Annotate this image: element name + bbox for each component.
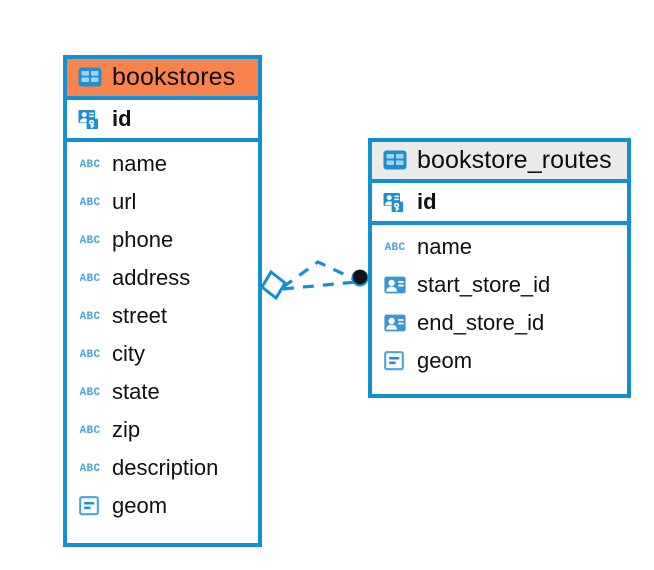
abc-icon: ABC bbox=[77, 379, 103, 405]
field-label: address bbox=[112, 265, 191, 290]
geometry-icon bbox=[77, 493, 103, 519]
svg-text:ABC: ABC bbox=[80, 235, 101, 247]
field-row-zip[interactable]: ABC zip bbox=[67, 411, 258, 449]
abc-icon: ABC bbox=[77, 189, 103, 215]
primary-key-icon bbox=[77, 106, 103, 132]
rhombus-marker bbox=[260, 269, 287, 301]
primary-key-block-bookstore-routes: id bbox=[372, 183, 627, 225]
field-row-description[interactable]: ABC description bbox=[67, 449, 258, 487]
abc-icon: ABC bbox=[77, 151, 103, 177]
field-row-address[interactable]: ABC address bbox=[67, 259, 258, 297]
field-label: name bbox=[417, 234, 473, 259]
svg-text:ABC: ABC bbox=[80, 159, 101, 171]
field-row-street[interactable]: ABC street bbox=[67, 297, 258, 335]
geometry-icon bbox=[382, 348, 408, 374]
field-label: id bbox=[112, 106, 132, 131]
field-label: phone bbox=[112, 227, 174, 252]
field-row-phone[interactable]: ABC phone bbox=[67, 221, 258, 259]
field-row-name[interactable]: ABC name bbox=[67, 145, 258, 183]
filled-circle-marker bbox=[351, 269, 369, 287]
primary-key-block-bookstores: id bbox=[67, 100, 258, 142]
entity-header-bookstores[interactable]: bookstores bbox=[67, 59, 258, 100]
relationship-line-lower bbox=[282, 280, 357, 291]
table-icon bbox=[382, 147, 408, 173]
svg-text:ABC: ABC bbox=[80, 273, 101, 285]
svg-text:ABC: ABC bbox=[80, 463, 101, 475]
abc-icon: ABC bbox=[382, 234, 408, 260]
abc-icon: ABC bbox=[77, 455, 103, 481]
entity-header-bookstore-routes[interactable]: bookstore_routes bbox=[372, 142, 627, 183]
field-label: city bbox=[112, 341, 145, 366]
abc-icon: ABC bbox=[77, 303, 103, 329]
abc-icon: ABC bbox=[77, 341, 103, 367]
field-label: end_store_id bbox=[417, 310, 545, 335]
field-label: url bbox=[112, 189, 137, 214]
field-row-geom[interactable]: geom bbox=[372, 342, 627, 380]
abc-icon: ABC bbox=[77, 227, 103, 253]
entity-title: bookstore_routes bbox=[417, 145, 612, 174]
field-row-city[interactable]: ABC city bbox=[67, 335, 258, 373]
field-label: name bbox=[112, 151, 168, 176]
svg-text:ABC: ABC bbox=[80, 311, 101, 323]
field-row-state[interactable]: ABC state bbox=[67, 373, 258, 411]
field-row-primary-key[interactable]: id bbox=[67, 100, 258, 138]
table-icon bbox=[77, 64, 103, 90]
entity-title: bookstores bbox=[112, 62, 236, 91]
field-label: zip bbox=[112, 417, 141, 442]
field-row-primary-key[interactable]: id bbox=[372, 183, 627, 221]
svg-text:ABC: ABC bbox=[80, 349, 101, 361]
field-label: street bbox=[112, 303, 168, 328]
relationship-line-upper bbox=[282, 260, 357, 289]
entity-bookstore-routes[interactable]: bookstore_routes bbox=[368, 138, 631, 398]
field-row-url[interactable]: ABC url bbox=[67, 183, 258, 221]
field-row-name[interactable]: ABC name bbox=[372, 228, 627, 266]
foreign-key-icon bbox=[382, 272, 408, 298]
field-list-bookstores: ABC name ABC url ABC p bbox=[67, 142, 258, 529]
primary-key-icon bbox=[382, 189, 408, 215]
abc-icon: ABC bbox=[77, 265, 103, 291]
field-label: geom bbox=[112, 493, 168, 518]
field-label: state bbox=[112, 379, 160, 404]
svg-text:ABC: ABC bbox=[80, 387, 101, 399]
field-list-bookstore-routes: ABC name start_store_id bbox=[372, 225, 627, 384]
entity-bookstores[interactable]: bookstores bbox=[63, 55, 262, 547]
field-label: geom bbox=[417, 348, 473, 373]
field-row-start-store-id[interactable]: start_store_id bbox=[372, 266, 627, 304]
field-label: id bbox=[417, 189, 437, 214]
field-row-geom[interactable]: geom bbox=[67, 487, 258, 525]
svg-text:ABC: ABC bbox=[80, 197, 101, 209]
field-label: description bbox=[112, 455, 219, 480]
foreign-key-icon bbox=[382, 310, 408, 336]
svg-text:ABC: ABC bbox=[385, 242, 406, 254]
field-label: start_store_id bbox=[417, 272, 551, 297]
abc-icon: ABC bbox=[77, 417, 103, 443]
field-row-end-store-id[interactable]: end_store_id bbox=[372, 304, 627, 342]
svg-text:ABC: ABC bbox=[80, 425, 101, 437]
